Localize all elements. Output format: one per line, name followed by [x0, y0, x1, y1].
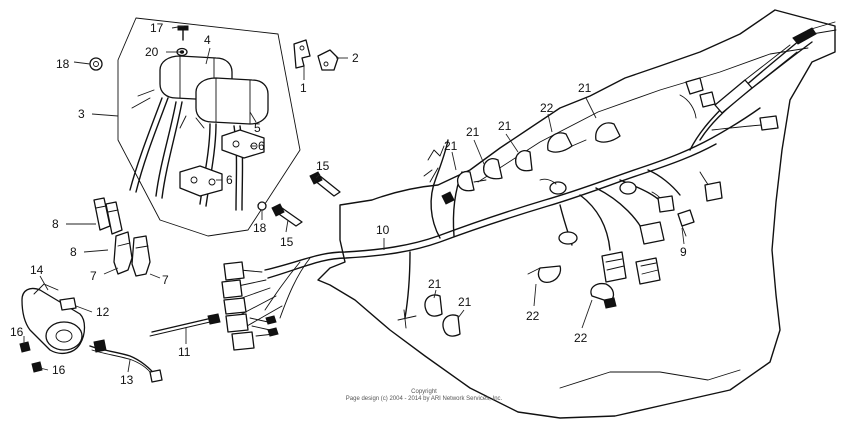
- plug-lead-1: [129, 97, 163, 191]
- callout-7: 7: [90, 269, 97, 283]
- upper-lead-wires: [423, 145, 455, 205]
- frame-inner-rail: [477, 47, 809, 183]
- clamp-22-b: [527, 265, 562, 283]
- callout-15: 15: [280, 235, 294, 249]
- callout-18: 18: [253, 221, 267, 235]
- frame-gusset: [559, 369, 741, 389]
- right-connector-group: [651, 77, 779, 213]
- callout-22: 22: [574, 331, 588, 345]
- horn-terminal-12: [59, 297, 77, 311]
- clamp-21-a: [456, 170, 487, 192]
- coil-bracket-6-lower: [179, 165, 223, 197]
- callout-8: 8: [52, 217, 59, 231]
- callout-6: 6: [226, 173, 233, 187]
- clamp-21-f: [442, 314, 461, 337]
- bolt-15-upper: [309, 171, 341, 197]
- plug-cap-7-b: [131, 235, 151, 277]
- horn-bolt-16-a: [19, 341, 31, 353]
- bolt-17: [177, 25, 189, 41]
- callout-21: 21: [428, 277, 442, 291]
- plug-cap-7-a: [113, 231, 133, 275]
- central-connectors: [539, 178, 665, 285]
- callout-1: 1: [300, 81, 307, 95]
- clamp-21-c: [515, 150, 533, 172]
- coil-bracket-6-upper: [221, 129, 265, 159]
- callout-9: 9: [680, 245, 687, 259]
- headlight-connector-cluster: [221, 261, 283, 351]
- wire-13: [89, 339, 163, 383]
- clamp-21-d: [595, 122, 621, 143]
- callout-7: 7: [162, 273, 169, 287]
- callout-6: 6: [258, 139, 265, 153]
- bolt-15-lower: [271, 203, 303, 227]
- callout-21: 21: [458, 295, 472, 309]
- bracket-2: [317, 49, 339, 71]
- wire-11: [149, 313, 221, 337]
- horn-14: [21, 283, 86, 355]
- copyright-line-2: Page design (c) 2004 - 2014 by ARI Netwo…: [346, 396, 503, 402]
- nut-18-lower: [257, 201, 267, 211]
- callout-8: 8: [70, 245, 77, 259]
- frame-outline: [317, 9, 836, 419]
- callout-21: 21: [578, 81, 592, 95]
- callout-10: 10: [376, 223, 390, 237]
- callout-17: 17: [150, 21, 164, 35]
- callout-14: 14: [30, 263, 44, 277]
- callout-18: 18: [56, 57, 70, 71]
- ignition-coil-lower: [195, 77, 269, 125]
- callout-21: 21: [444, 139, 458, 153]
- leader-lines: [23, 25, 685, 373]
- clamp-21-e: [424, 294, 443, 317]
- clamp-22-c: [590, 282, 617, 309]
- callout-22: 22: [540, 101, 554, 115]
- nut-18-upper: [89, 57, 103, 71]
- callout-2: 2: [352, 51, 359, 65]
- copyright-line-1: Copyright: [411, 389, 437, 395]
- callout-3: 3: [78, 107, 85, 121]
- callout-16: 16: [10, 325, 24, 339]
- callout-13: 13: [120, 373, 134, 387]
- coil-assembly-panel: [117, 17, 301, 237]
- bracket-1: [293, 39, 311, 69]
- plug-cap-8-b: [105, 201, 123, 235]
- callout-4: 4: [204, 33, 211, 47]
- callout-15: 15: [316, 159, 330, 173]
- clamp-22-a: [547, 132, 587, 153]
- callout-16: 16: [52, 363, 66, 377]
- callout-21: 21: [498, 119, 512, 133]
- callout-20: 20: [145, 45, 159, 59]
- main-wire-harness: [264, 39, 813, 329]
- plug-lead-2: [155, 101, 177, 197]
- callout-22: 22: [526, 309, 540, 323]
- callout-11: 11: [178, 345, 191, 359]
- callout-12: 12: [96, 305, 110, 319]
- callout-labels: 17 20 18 4 3 5 6 6 1 2 15 18 15 8 8 7 7 …: [10, 21, 687, 387]
- horn-nut-16-b: [31, 361, 43, 373]
- connector-9: [677, 209, 695, 237]
- callout-21: 21: [466, 125, 480, 139]
- clamp-21-b: [483, 158, 503, 180]
- harness-sleeve: [714, 21, 837, 114]
- callout-5: 5: [254, 121, 261, 135]
